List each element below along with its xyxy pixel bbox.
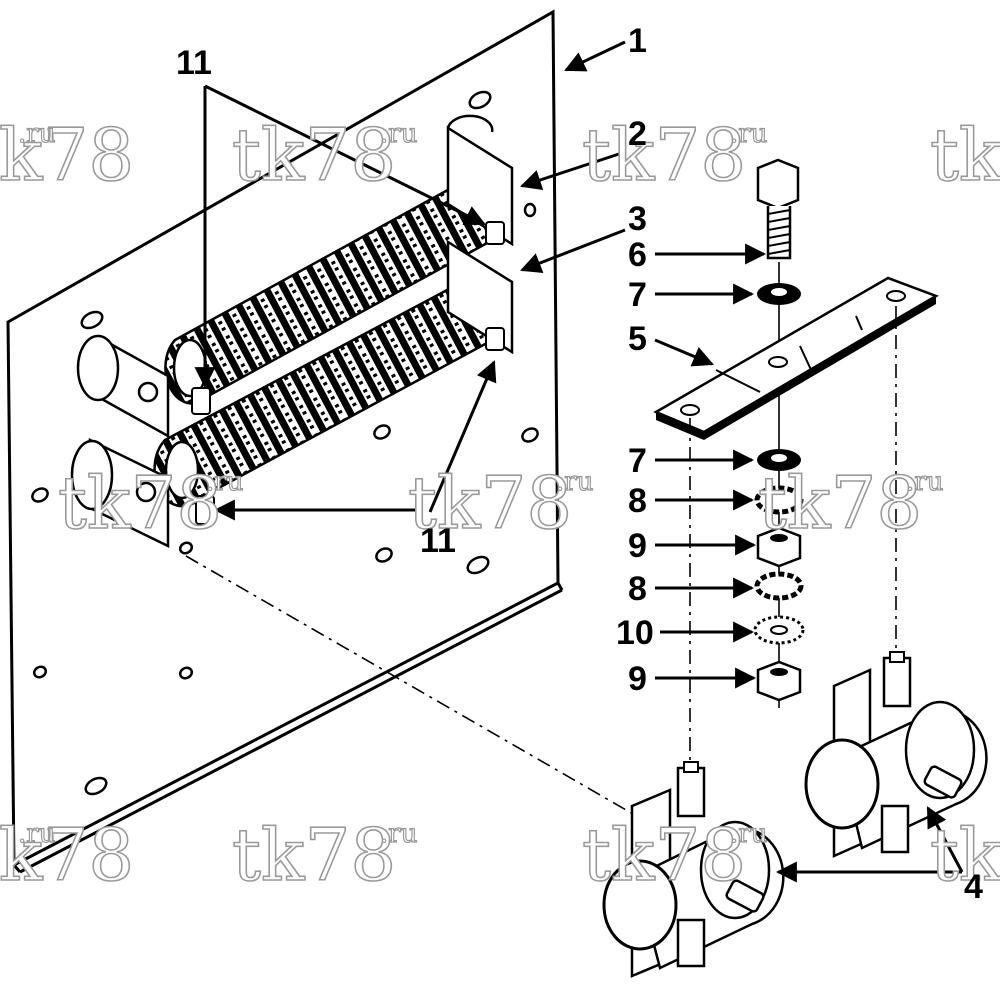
leader-lines — [194, 40, 964, 883]
callout-3: 3 — [628, 200, 647, 238]
watermark: tk78.ru — [757, 460, 944, 546]
callout-11-bottom: 11 — [420, 522, 456, 560]
svg-text:tk78: tk78 — [930, 813, 1000, 897]
svg-text:.ru: .ru — [18, 119, 55, 149]
svg-text:.ru: .ru — [380, 819, 417, 849]
watermark: tk78 — [929, 112, 1000, 198]
callout-8-first: 8 — [628, 482, 647, 520]
svg-text:tk78: tk78 — [232, 813, 396, 897]
callout-7-lower: 7 — [628, 442, 647, 480]
toothed-washer — [753, 615, 805, 645]
lock-washer-2 — [754, 571, 804, 601]
svg-text:.ru: .ru — [18, 819, 55, 849]
svg-text:.ru: .ru — [206, 467, 243, 497]
callout-11-top: 11 — [176, 44, 212, 82]
callout-8-second: 8 — [628, 570, 647, 608]
svg-text:tk78: tk78 — [582, 113, 746, 197]
callout-6: 6 — [628, 236, 647, 274]
watermarks: tk78.ru tk78.ru tk78.ru tk78 tk78.ru tk7… — [0, 112, 1000, 898]
watermark: tk78.ru — [581, 812, 768, 898]
watermark: tk78.ru — [581, 112, 768, 198]
svg-text:tk78: tk78 — [930, 113, 1000, 197]
watermark: tk78.ru — [231, 112, 418, 198]
lower-resistor — [70, 239, 514, 548]
callout-4: 4 — [964, 868, 983, 906]
svg-text:tk78: tk78 — [582, 813, 746, 897]
washer-lower — [757, 449, 801, 471]
svg-text:.ru: .ru — [380, 119, 417, 149]
svg-text:tk78: tk78 — [408, 461, 572, 545]
watermark: tk78.ru — [0, 112, 135, 198]
svg-text:tk78: tk78 — [58, 461, 222, 545]
callout-5: 5 — [628, 320, 647, 358]
lock-washer-1 — [754, 485, 804, 515]
watermark: tk78.ru — [57, 460, 244, 546]
callout-10: 10 — [616, 614, 654, 652]
callout-2: 2 — [628, 115, 647, 153]
svg-text:.ru: .ru — [556, 467, 593, 497]
svg-text:tk78: tk78 — [0, 813, 134, 897]
watermark: tk78.ru — [0, 812, 135, 898]
svg-text:tk78: tk78 — [232, 113, 396, 197]
relay-right — [804, 651, 988, 858]
callout-9-first: 9 — [628, 527, 647, 565]
nut-1 — [756, 526, 802, 568]
callout-1: 1 — [628, 22, 647, 60]
watermark: tk78 — [929, 812, 1000, 898]
svg-text:.ru: .ru — [730, 119, 767, 149]
bus-bar — [653, 276, 939, 440]
svg-text:.ru: .ru — [906, 467, 943, 497]
alignment-lines — [185, 306, 897, 819]
panel-slots — [31, 90, 539, 796]
watermark: tk78.ru — [231, 812, 418, 898]
relay-left — [602, 761, 785, 978]
callout-9-second: 9 — [628, 660, 647, 698]
svg-text:tk78: tk78 — [758, 461, 922, 545]
svg-text:tk78: tk78 — [0, 113, 134, 197]
washer-top — [757, 283, 801, 305]
callout-7-top: 7 — [628, 276, 647, 314]
bolt — [756, 158, 800, 260]
callouts: 1 2 3 4 5 6 7 7 8 8 9 9 10 11 11 — [176, 22, 983, 906]
watermark: tk78.ru — [407, 460, 594, 546]
svg-text:.ru: .ru — [730, 819, 767, 849]
nut-2 — [756, 660, 802, 702]
